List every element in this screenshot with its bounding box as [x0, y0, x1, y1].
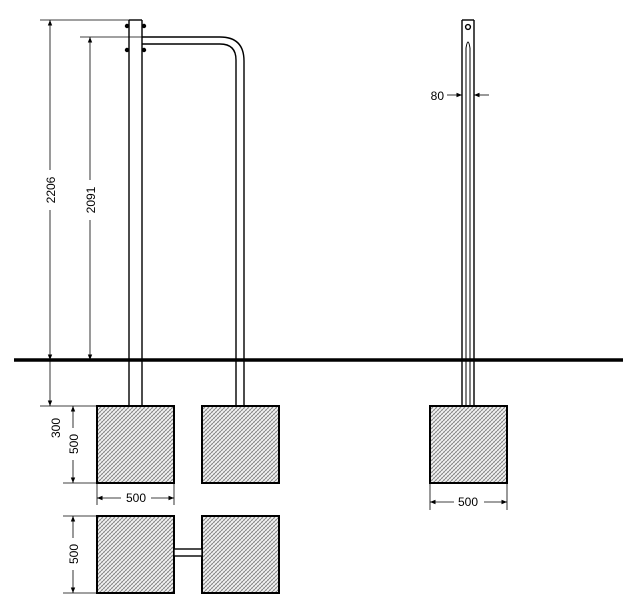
dim-80-label: 80	[431, 89, 445, 103]
dim-500-plan-height-label: 500	[67, 544, 81, 564]
arm-inner	[142, 43, 237, 406]
dim-300-label: 300	[49, 418, 63, 438]
bolt-icons	[124, 23, 147, 53]
dim-500-side-width-label: 500	[458, 495, 478, 509]
foundation-side	[429, 405, 508, 484]
side-bolt-icon	[464, 23, 472, 31]
dim-2206-label: 2206	[44, 176, 58, 203]
foundation-plan-left	[96, 515, 175, 594]
arm-outer	[142, 36, 245, 406]
dim-2091-label: 2091	[84, 186, 98, 213]
dim-500-front-height-label: 500	[67, 434, 81, 454]
foundation-front-right	[201, 405, 280, 484]
foundation-plan-right	[201, 515, 280, 594]
side-elevation	[461, 19, 475, 406]
foundation-front-left	[96, 405, 175, 484]
dim-500-front-width-label: 500	[126, 491, 146, 505]
plan-connecting-tube	[173, 548, 203, 557]
front-elevation	[128, 19, 245, 406]
